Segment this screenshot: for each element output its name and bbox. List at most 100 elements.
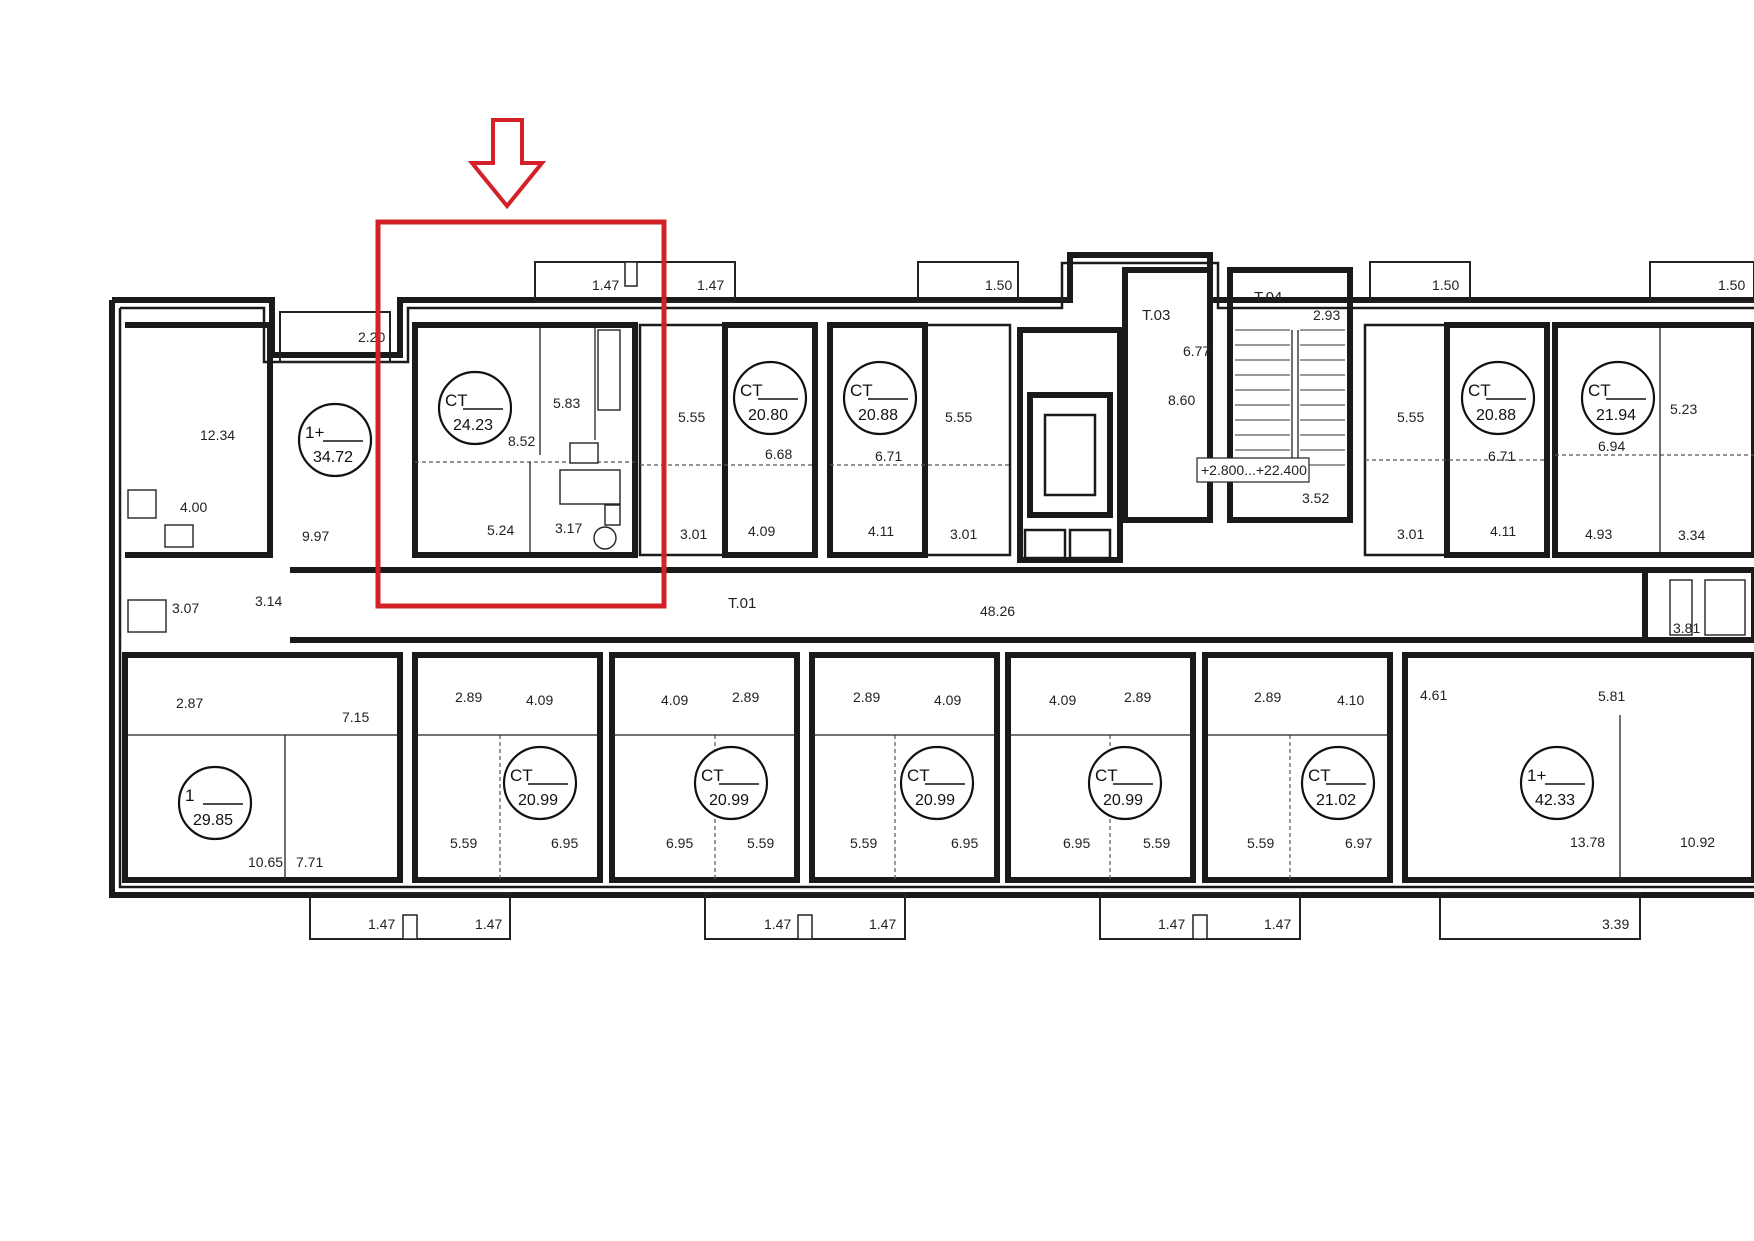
room-area: 6.71: [875, 448, 902, 464]
room-area: 5.24: [487, 522, 514, 538]
room-area: 12.34: [200, 427, 235, 443]
top-balconies: [279, 261, 1754, 363]
apartment-area: 42.33: [1535, 792, 1575, 809]
badge-circle: [1300, 745, 1376, 821]
stair-area: 6.77: [1183, 343, 1210, 359]
room-area: 10.92: [1680, 834, 1715, 850]
down-arrow-icon: [467, 118, 547, 210]
room-area: 5.81: [1598, 688, 1625, 704]
room-area: 4.10: [1337, 692, 1364, 708]
apartment-badge: CT 20.99: [899, 745, 975, 821]
room-area: 2.20: [358, 329, 385, 345]
apartment-badges: 1+34.72CT24.23CT20.80CT20.88CT20.88CT21.…: [177, 360, 1656, 841]
apartment-badge: CT 24.23: [437, 370, 513, 446]
room-area: 5.59: [450, 835, 477, 851]
highlight-overlay: [375, 118, 667, 609]
room-area: 5.55: [945, 409, 972, 425]
room-area: 6.68: [765, 446, 792, 462]
room-area: 3.17: [555, 520, 582, 536]
room-area: 2.89: [732, 689, 759, 705]
fixtures: [127, 329, 1746, 636]
apartment-area: 34.72: [313, 449, 353, 466]
room-area: 4.11: [868, 523, 894, 539]
apartment-badge: CT 21.94: [1580, 360, 1656, 436]
selected-apartment-frame: [375, 219, 667, 609]
stair-area: 8.60: [1168, 392, 1195, 408]
apartment-type: CT: [1308, 766, 1331, 785]
apartment-type: CT: [1588, 381, 1611, 400]
badge-circle: [842, 360, 918, 436]
apartment-badge: 129.85: [177, 765, 253, 841]
room-area: 1.47: [592, 277, 619, 293]
room-area: 2.89: [1124, 689, 1151, 705]
room-area: 10.65: [248, 854, 283, 870]
room-area: 5.59: [1143, 835, 1170, 851]
apartment-type: CT: [445, 391, 468, 410]
room-area: 2.87: [176, 695, 203, 711]
room-area: 5.83: [553, 395, 580, 411]
stair-label-t03: T.03: [1142, 307, 1170, 324]
apartment-area: 20.88: [1476, 407, 1516, 424]
stair-area: 3.52: [1302, 490, 1329, 506]
apartment-area: 21.94: [1596, 407, 1636, 424]
apartment-area: 20.80: [748, 407, 788, 424]
badge-circle: [693, 745, 769, 821]
apartment-type: 1: [185, 786, 194, 805]
badge-circle: [899, 745, 975, 821]
room-area: 6.94: [1598, 438, 1625, 454]
room-area: 2.89: [853, 689, 880, 705]
apartment-area: 20.99: [518, 792, 558, 809]
bottom-apartments: [125, 652, 1754, 883]
room-area: 5.59: [747, 835, 774, 851]
stairs: [1235, 329, 1345, 470]
room-area: 3.81: [1673, 620, 1700, 636]
room-area: 6.97: [1345, 835, 1372, 851]
room-area: 7.71: [296, 854, 323, 870]
apartment-badge: CT 20.99: [502, 745, 578, 821]
room-area: 1.47: [1158, 916, 1185, 932]
badge-circle: [1087, 745, 1163, 821]
corridor-area: 48.26: [980, 603, 1015, 619]
room-area: 3.34: [1678, 527, 1705, 543]
bottom-balconies: [309, 892, 1641, 940]
room-area: 5.23: [1670, 401, 1697, 417]
room-area: 4.93: [1585, 526, 1612, 542]
room-area: 5.59: [1247, 835, 1274, 851]
room-area: 1.47: [764, 916, 791, 932]
room-area: 1.50: [1432, 277, 1459, 293]
apartment-type: 1+: [1527, 766, 1546, 785]
room-area: 2.89: [455, 689, 482, 705]
badge-circle: [1519, 745, 1595, 821]
apartment-area: 21.02: [1316, 792, 1356, 809]
room-area: 9.97: [302, 528, 329, 544]
room-area: 4.61: [1420, 687, 1447, 703]
room-area: 13.78: [1570, 834, 1605, 850]
room-area: 4.11: [1490, 523, 1516, 539]
room-area: 3.01: [950, 526, 977, 542]
apartment-type: CT: [510, 766, 533, 785]
corridor-label: T.01: [728, 595, 756, 612]
room-area: 4.09: [661, 692, 688, 708]
apartment-badge: 1+ 42.33: [1519, 745, 1595, 821]
apartment-type: CT: [907, 766, 930, 785]
room-area: 5.55: [1397, 409, 1424, 425]
badge-circle: [1460, 360, 1536, 436]
room-area: 7.15: [342, 709, 369, 725]
room-area: 2.89: [1254, 689, 1281, 705]
room-area: 4.00: [180, 499, 207, 515]
apartment-area: 20.99: [915, 792, 955, 809]
room-area: 1.47: [475, 916, 502, 932]
apartment-area: 24.23: [453, 417, 493, 434]
outer-walls: [109, 252, 1754, 898]
badge-circle: [502, 745, 578, 821]
apartment-type: 1+: [305, 423, 324, 442]
room-area: 5.59: [850, 835, 877, 851]
room-area: 6.95: [551, 835, 578, 851]
room-area: 1.47: [1264, 916, 1291, 932]
svg-text:+2.800...+22.400: +2.800...+22.400: [1201, 462, 1307, 478]
